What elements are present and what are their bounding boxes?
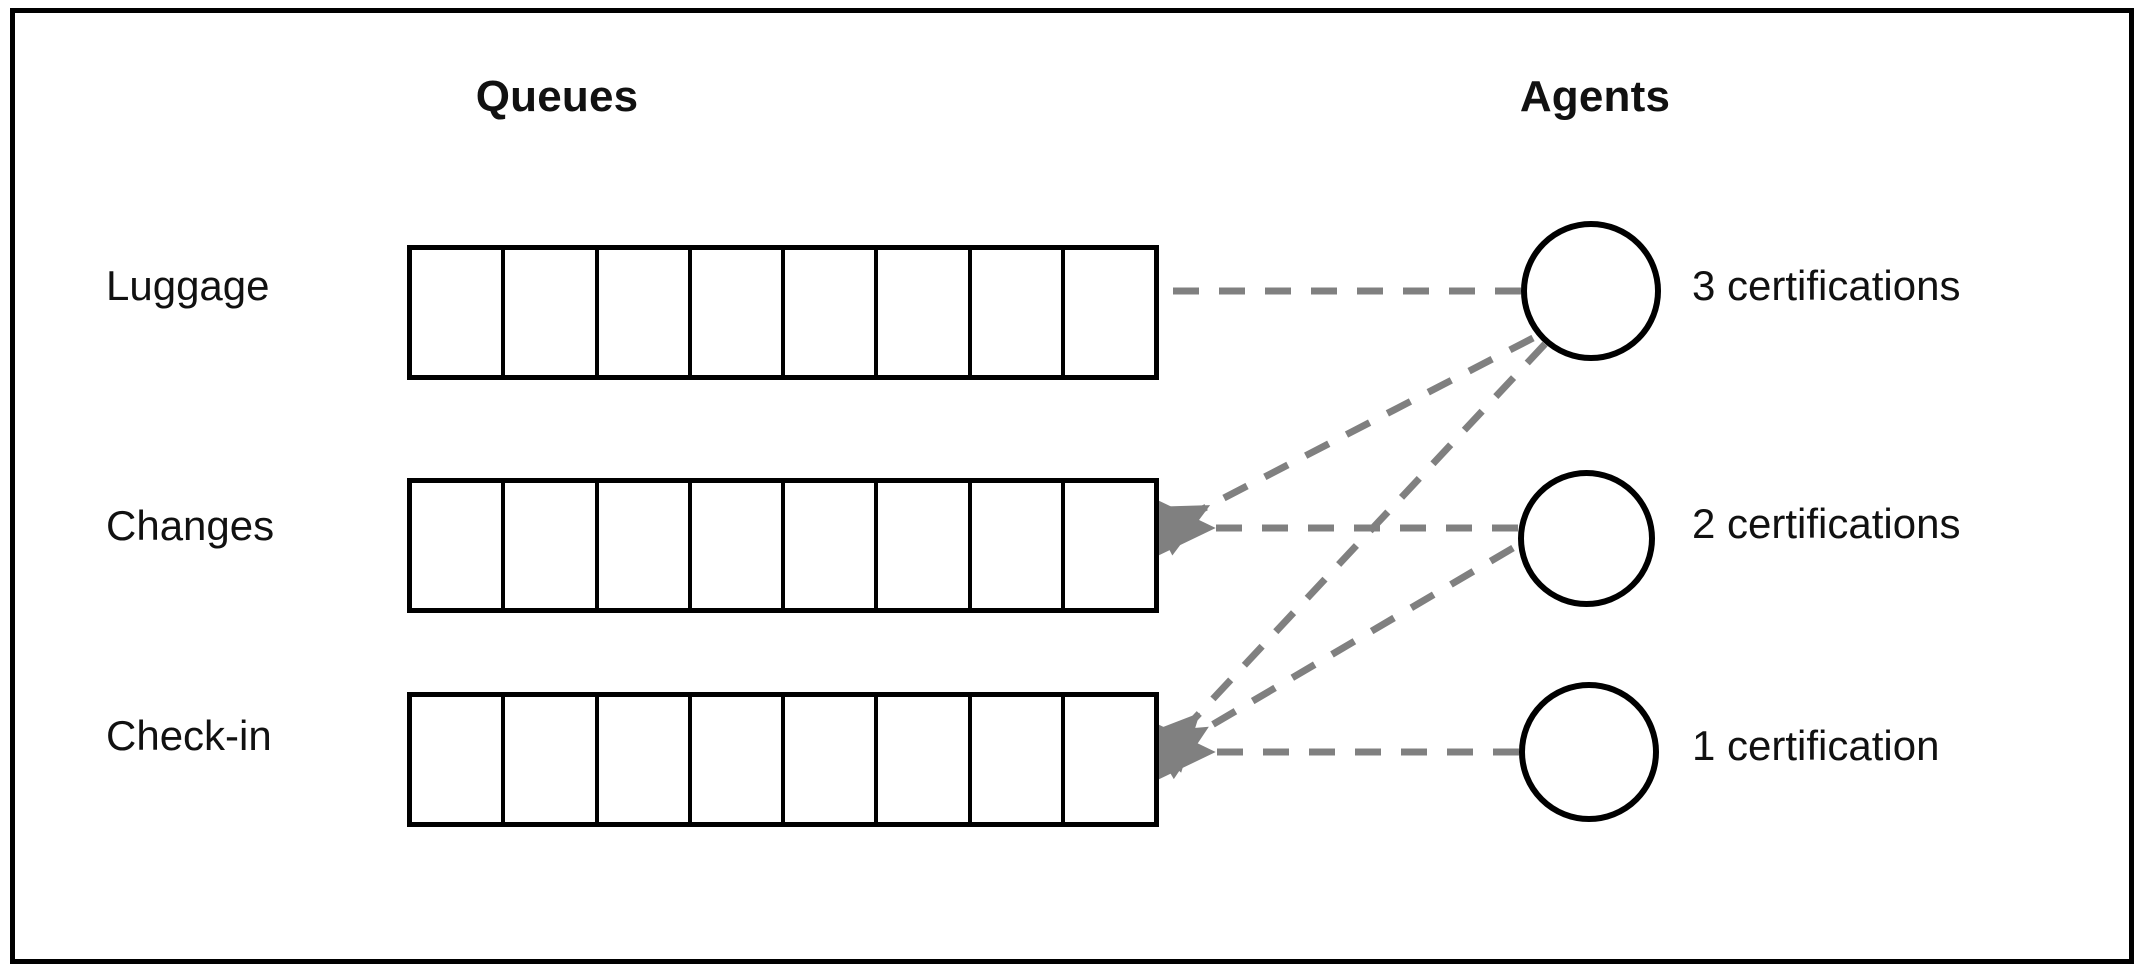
agent-label-1: 3 certifications bbox=[1692, 262, 1961, 309]
agent-label-2: 2 certifications bbox=[1692, 500, 1961, 547]
queue-check-in[interactable] bbox=[407, 692, 1159, 827]
queue-label-luggage: Luggage bbox=[106, 262, 270, 309]
queue-cell[interactable] bbox=[691, 483, 785, 608]
queue-cell[interactable] bbox=[1064, 697, 1154, 822]
column-title-queues: Queues bbox=[475, 72, 639, 121]
queue-cell[interactable] bbox=[878, 697, 972, 822]
queue-label-changes: Changes bbox=[106, 502, 275, 549]
queue-cell[interactable] bbox=[1064, 483, 1154, 608]
queue-cell[interactable] bbox=[971, 483, 1065, 608]
queue-cell[interactable] bbox=[505, 483, 599, 608]
queue-cell[interactable] bbox=[878, 250, 972, 375]
agent-node-1[interactable] bbox=[1521, 221, 1661, 361]
queue-cell[interactable] bbox=[785, 483, 879, 608]
queue-cell[interactable] bbox=[1064, 250, 1154, 375]
queue-luggage[interactable] bbox=[407, 245, 1159, 380]
column-title-agents: Agents bbox=[1519, 72, 1671, 121]
queue-cell[interactable] bbox=[412, 250, 506, 375]
queue-cell[interactable] bbox=[878, 483, 972, 608]
queue-cell[interactable] bbox=[598, 483, 692, 608]
diagram-outer-border bbox=[10, 8, 2134, 964]
queue-cell[interactable] bbox=[598, 697, 692, 822]
queue-cell[interactable] bbox=[785, 697, 879, 822]
queue-cell[interactable] bbox=[505, 250, 599, 375]
queue-cell[interactable] bbox=[412, 483, 506, 608]
agent-node-3[interactable] bbox=[1519, 682, 1659, 822]
queue-cell[interactable] bbox=[971, 697, 1065, 822]
queue-cell[interactable] bbox=[691, 250, 785, 375]
queue-label-check-in: Check-in bbox=[106, 712, 272, 759]
queue-cell[interactable] bbox=[971, 250, 1065, 375]
agent-label-3: 1 certification bbox=[1692, 722, 1940, 769]
agent-node-2[interactable] bbox=[1518, 470, 1655, 607]
queue-changes[interactable] bbox=[407, 478, 1159, 613]
queue-cell[interactable] bbox=[505, 697, 599, 822]
queue-cell[interactable] bbox=[412, 697, 506, 822]
queue-cell[interactable] bbox=[691, 697, 785, 822]
queue-cell[interactable] bbox=[598, 250, 692, 375]
queue-cell[interactable] bbox=[785, 250, 879, 375]
